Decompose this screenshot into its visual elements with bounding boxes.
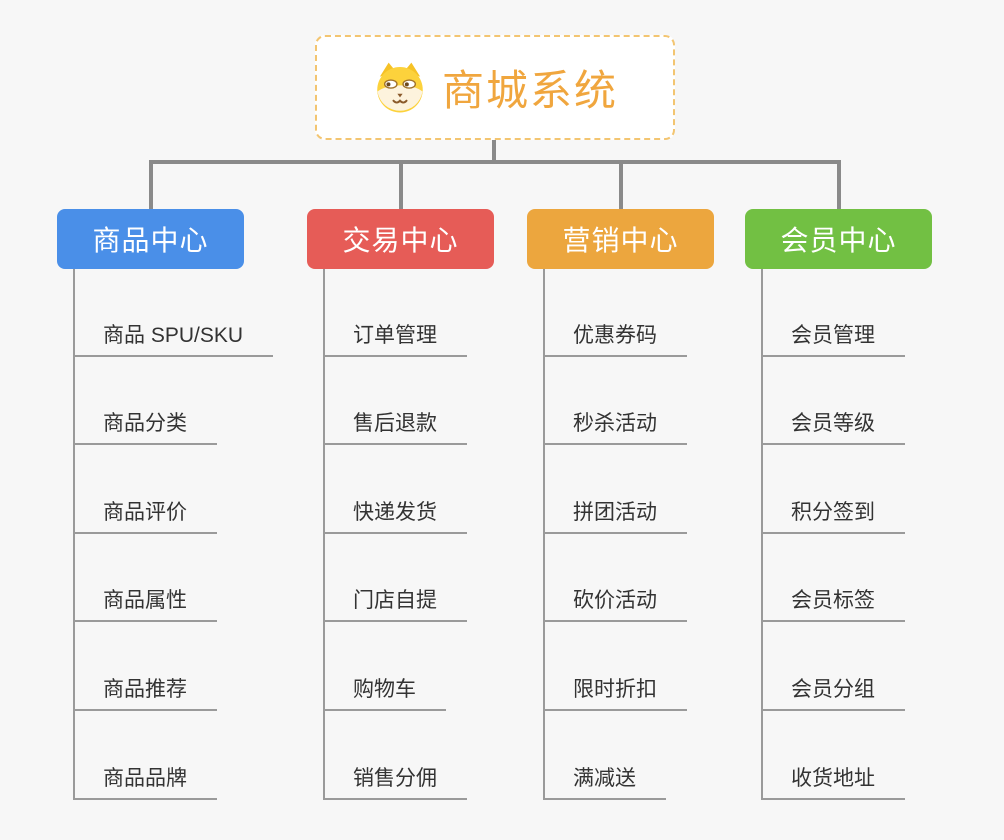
leaf-row: 收货地址	[761, 711, 905, 800]
leaf-row: 购物车	[323, 622, 467, 711]
branch-items: 订单管理售后退款快递发货门店自提购物车销售分佣	[323, 268, 467, 800]
leaf-row: 会员等级	[761, 357, 905, 446]
branch-items: 商品 SPU/SKU 商品分类商品评价商品属性商品推荐商品品牌	[73, 268, 274, 800]
branch-connector-line	[323, 269, 325, 800]
leaf-node[interactable]: 会员分组	[761, 673, 905, 711]
leaf-row: 优惠券码	[543, 268, 687, 357]
leaf-node[interactable]: 优惠券码	[543, 319, 687, 357]
leaf-node[interactable]: 砍价活动	[543, 584, 687, 623]
branch-items: 会员管理会员等级积分签到会员标签会员分组收货地址	[761, 268, 905, 800]
root-title: 商城系统	[441, 67, 618, 114]
leaf-row: 商品分类	[73, 357, 273, 446]
leaf-node[interactable]: 会员管理	[761, 319, 905, 357]
branch-node[interactable]: 会员中心	[745, 209, 932, 269]
leaf-row: 满减送	[543, 711, 687, 800]
branch-connector-line	[543, 269, 545, 800]
leaf-row: 会员管理	[761, 268, 905, 357]
leaf-row: 秒杀活动	[543, 357, 687, 446]
leaf-row: 砍价活动	[543, 534, 687, 623]
leaf-row: 限时折扣	[543, 622, 687, 711]
leaf-node[interactable]: 销售分佣	[323, 762, 467, 800]
branch-node[interactable]: 交易中心	[307, 209, 494, 269]
leaf-row: 拼团活动	[543, 445, 687, 534]
branch-connector-line	[761, 269, 763, 800]
connector-root-stem	[492, 139, 496, 162]
leaf-node[interactable]: 限时折扣	[543, 673, 687, 711]
leaf-row: 商品 SPU/SKU	[73, 268, 274, 357]
leaf-row: 快递发货	[323, 445, 467, 534]
leaf-row: 售后退款	[323, 357, 467, 446]
leaf-row: 积分签到	[761, 445, 905, 534]
leaf-row: 会员分组	[761, 622, 905, 711]
leaf-row: 商品属性	[73, 534, 273, 623]
leaf-node[interactable]: 快递发货	[323, 496, 467, 534]
leaf-row: 门店自提	[323, 534, 467, 623]
leaf-node[interactable]: 拼团活动	[543, 496, 687, 534]
connector-drop-4	[837, 160, 841, 211]
leaf-node[interactable]: 商品分类	[73, 407, 217, 446]
connector-horizontal-bar	[149, 160, 841, 164]
leaf-row: 会员标签	[761, 534, 905, 623]
leaf-node[interactable]: 会员标签	[761, 584, 905, 623]
leaf-node[interactable]: 秒杀活动	[543, 407, 687, 446]
leaf-node[interactable]: 售后退款	[323, 407, 467, 446]
leaf-node[interactable]: 购物车	[323, 673, 446, 711]
leaf-node[interactable]: 积分签到	[761, 496, 905, 534]
dog-face-icon	[372, 60, 428, 116]
leaf-node[interactable]: 商品 SPU/SKU	[73, 319, 274, 357]
branch-2: 交易中心订单管理售后退款快递发货门店自提购物车销售分佣	[307, 209, 557, 809]
branch-items: 优惠券码秒杀活动拼团活动砍价活动限时折扣满减送	[543, 268, 687, 800]
branch-3: 营销中心优惠券码秒杀活动拼团活动砍价活动限时折扣满减送	[527, 209, 777, 809]
connector-drop-3	[619, 160, 623, 211]
branch-1: 商品中心商品 SPU/SKU 商品分类商品评价商品属性商品推荐商品品牌	[57, 209, 307, 809]
branch-node[interactable]: 商品中心	[57, 209, 244, 269]
leaf-node[interactable]: 满减送	[543, 762, 666, 800]
leaf-node[interactable]: 会员等级	[761, 407, 905, 446]
leaf-node[interactable]: 门店自提	[323, 584, 467, 623]
connector-drop-1	[149, 160, 153, 211]
leaf-node[interactable]: 收货地址	[761, 762, 905, 800]
branch-connector-line	[73, 269, 75, 800]
leaf-row: 商品品牌	[73, 711, 273, 800]
branch-node[interactable]: 营销中心	[527, 209, 714, 269]
branch-4: 会员中心会员管理会员等级积分签到会员标签会员分组收货地址	[745, 209, 995, 809]
leaf-row: 商品评价	[73, 445, 273, 534]
leaf-row: 订单管理	[323, 268, 467, 357]
leaf-node[interactable]: 商品属性	[73, 584, 217, 623]
leaf-node[interactable]: 订单管理	[323, 319, 467, 357]
connector-drop-2	[399, 160, 403, 211]
leaf-node[interactable]: 商品推荐	[73, 673, 217, 711]
leaf-row: 商品推荐	[73, 622, 273, 711]
leaf-row: 销售分佣	[323, 711, 467, 800]
leaf-node[interactable]: 商品品牌	[73, 762, 217, 800]
root-node[interactable]: 商城系统	[315, 35, 675, 140]
leaf-node[interactable]: 商品评价	[73, 496, 217, 534]
